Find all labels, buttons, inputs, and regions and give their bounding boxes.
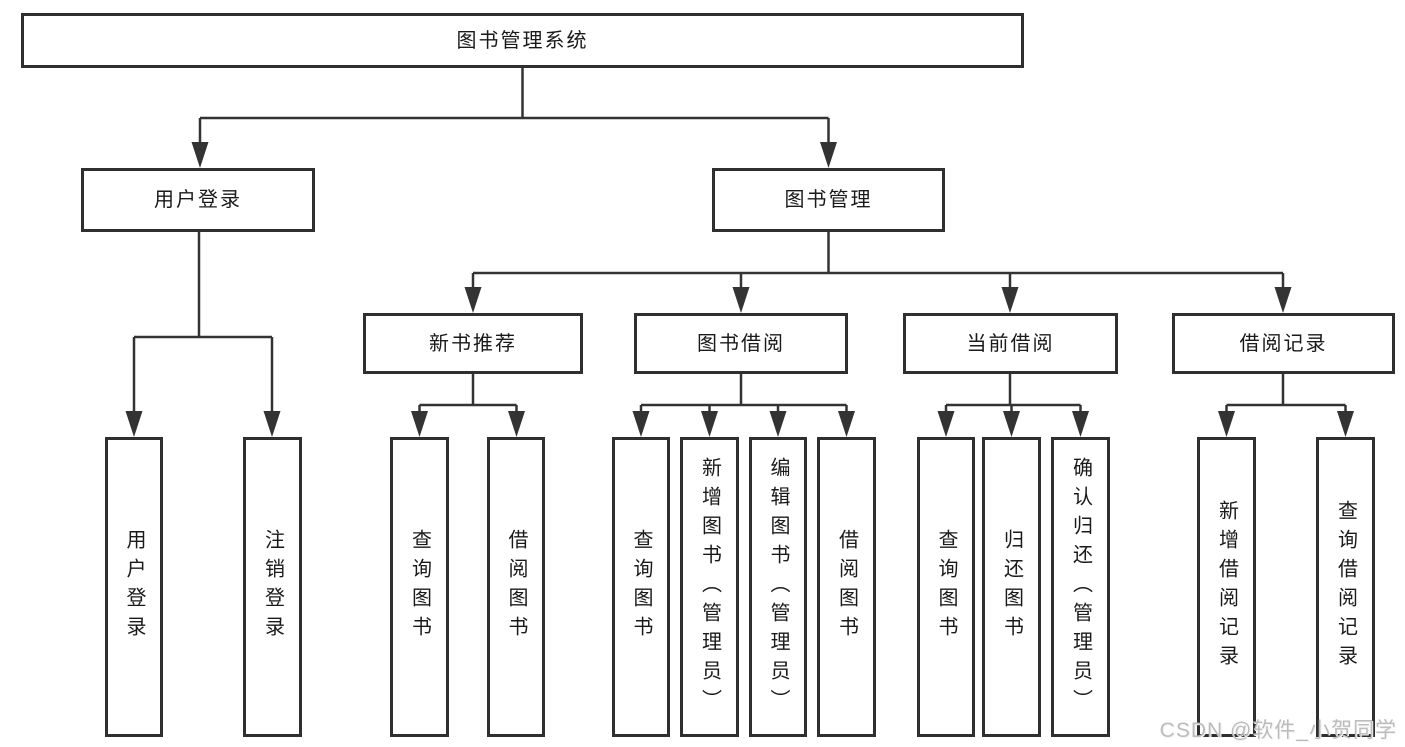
leaf-current-confirm-admin-label: 确认归还（管理员） [1069, 456, 1092, 718]
arrow-down-icon [263, 411, 281, 437]
leaf-borrow-add-admin-label: 新增图书（管理员） [698, 456, 721, 718]
arrow-down-icon [838, 411, 855, 437]
leaf-borrow-borrow-label: 借阅图书 [835, 529, 858, 645]
leaf-user-login: 用户登录 [105, 437, 163, 737]
leaf-borrow-borrow: 借阅图书 [817, 437, 876, 737]
node-new-book-recommend-label: 新书推荐 [429, 332, 517, 355]
leaf-newbooks-borrow: 借阅图书 [487, 437, 545, 737]
arrow-down-icon [937, 411, 955, 437]
node-current-borrowing: 当前借阅 [903, 313, 1118, 374]
arrow-down-icon [820, 142, 837, 168]
leaf-current-return: 归还图书 [982, 437, 1041, 737]
node-root-label: 图书管理系统 [456, 29, 589, 52]
leaf-borrow-query-label: 查询图书 [630, 529, 652, 645]
arrow-down-icon [1337, 411, 1354, 437]
leaf-records-query: 查询借阅记录 [1316, 437, 1375, 737]
arrow-down-icon [1001, 287, 1019, 313]
leaf-borrow-edit-admin-label: 编辑图书（管理员） [767, 456, 789, 718]
leaf-logout: 注销登录 [243, 437, 302, 737]
node-borrowing-records-label: 借阅记录 [1239, 332, 1328, 355]
arrow-down-icon [1003, 411, 1020, 437]
arrowheads-group [125, 142, 1354, 437]
arrow-down-icon [411, 411, 428, 437]
arrow-down-icon [769, 411, 787, 437]
node-root: 图书管理系统 [21, 13, 1024, 68]
node-borrowing-records: 借阅记录 [1172, 313, 1395, 374]
arrow-down-icon [191, 142, 209, 168]
arrow-down-icon [125, 411, 143, 437]
leaf-records-add-label: 新增借阅记录 [1215, 500, 1238, 674]
arrow-down-icon [732, 287, 750, 313]
arrow-down-icon [1218, 411, 1235, 437]
leaf-user-login-label: 用户登录 [123, 529, 145, 645]
node-user-login-label: 用户登录 [154, 189, 242, 211]
node-book-borrowing: 图书借阅 [634, 313, 848, 374]
arrow-down-icon [632, 411, 650, 437]
leaf-current-query-label: 查询图书 [935, 529, 957, 645]
leaf-records-add: 新增借阅记录 [1197, 437, 1256, 737]
arrow-down-icon [464, 287, 482, 313]
node-book-management: 图书管理 [712, 168, 945, 232]
node-book-management-label: 图书管理 [784, 189, 873, 211]
leaf-current-query: 查询图书 [917, 437, 975, 737]
leaf-current-confirm-admin: 确认归还（管理员） [1051, 437, 1110, 737]
arrow-down-icon [701, 411, 718, 437]
leaf-newbooks-query-label: 查询图书 [408, 529, 431, 645]
leaf-current-return-label: 归还图书 [1000, 529, 1023, 645]
arrow-down-icon [1274, 287, 1292, 313]
leaf-borrow-query: 查询图书 [612, 437, 670, 737]
node-user-login: 用户登录 [81, 168, 315, 232]
node-book-borrowing-label: 图书借阅 [697, 332, 785, 355]
node-new-book-recommend: 新书推荐 [363, 313, 583, 374]
connector-path [132, 68, 1347, 414]
leaf-newbooks-query: 查询图书 [390, 437, 449, 737]
node-current-borrowing-label: 当前借阅 [966, 332, 1055, 355]
leaf-borrow-edit-admin: 编辑图书（管理员） [749, 437, 807, 737]
leaf-borrow-add-admin: 新增图书（管理员） [680, 437, 739, 737]
csdn-watermark: CSDN @软件_小贺同学 [1159, 719, 1397, 742]
leaf-logout-label: 注销登录 [261, 529, 284, 645]
arrow-down-icon [1072, 411, 1089, 437]
leaf-records-query-label: 查询借阅记录 [1334, 500, 1357, 674]
leaf-newbooks-borrow-label: 借阅图书 [505, 529, 527, 645]
arrow-down-icon [508, 411, 525, 437]
